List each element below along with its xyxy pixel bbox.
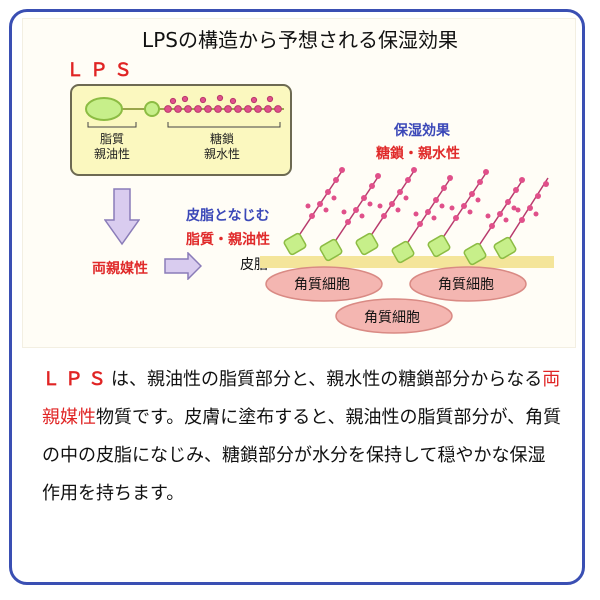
lps-structure-box: 脂質 親油性 糖鎖 親水性 xyxy=(70,84,292,176)
lipid-lipophilic-label: 脂質・親油性 xyxy=(186,232,270,248)
lps-molecule-drawing xyxy=(85,94,284,128)
lipid-ellipse xyxy=(85,97,123,121)
description-lps: ＬＰＳ xyxy=(42,369,111,390)
corneocyte-label-2: 角質細胞 xyxy=(438,277,494,293)
sugar-label-line1: 糖鎖 xyxy=(209,132,234,146)
description-amphiphilic: 両親媒性 xyxy=(42,369,561,428)
skin-affinity-label: 皮脂となじむ xyxy=(186,208,270,224)
down-arrow-icon xyxy=(104,188,140,246)
sugar-brace xyxy=(167,122,281,128)
description-paragraph: ＬＰＳは、親油性の脂質部分と、親水性の糖鎖部分からなる両親媒性物質です。皮膚に塗… xyxy=(42,361,562,513)
corneocyte-label-1: 角質細胞 xyxy=(294,277,350,293)
page-title: LPSの構造から予想される保湿効果 xyxy=(142,28,458,52)
lps-header: ＬＰＳ xyxy=(66,60,138,81)
lipid-label-line1: 脂質 xyxy=(99,132,124,146)
description-part2: 物質です。皮膚に塗布すると、親油性の脂質部分が、角質の中の皮脂になじみ、糖鎖部分… xyxy=(42,407,562,504)
description-part1: は、親油性の脂質部分と、親水性の糖鎖部分からなる xyxy=(111,369,543,390)
skin-illustration xyxy=(260,167,554,334)
moisture-effect-label: 保湿効果 xyxy=(394,123,450,139)
sugar-label: 糖鎖 親水性 xyxy=(198,132,246,162)
lipid-label-line2: 親油性 xyxy=(93,147,130,161)
amphiphilic-label: 両親媒性 xyxy=(92,261,148,277)
sugar-hydrophilic-label: 糖鎖・親水性 xyxy=(376,146,460,162)
lipid-label: 脂質 親油性 xyxy=(88,132,136,162)
core-node xyxy=(144,101,160,117)
corneocyte-3 xyxy=(335,298,453,334)
lps-molecules xyxy=(283,167,549,266)
sugar-label-line2: 親水性 xyxy=(203,147,240,161)
right-arrow-icon xyxy=(164,252,202,280)
lipid-brace xyxy=(87,122,137,128)
sugar-chain xyxy=(164,94,282,113)
corneocyte-1 xyxy=(265,266,383,302)
corneocyte-label-3: 角質細胞 xyxy=(364,310,420,326)
corneocyte-2 xyxy=(409,266,527,302)
